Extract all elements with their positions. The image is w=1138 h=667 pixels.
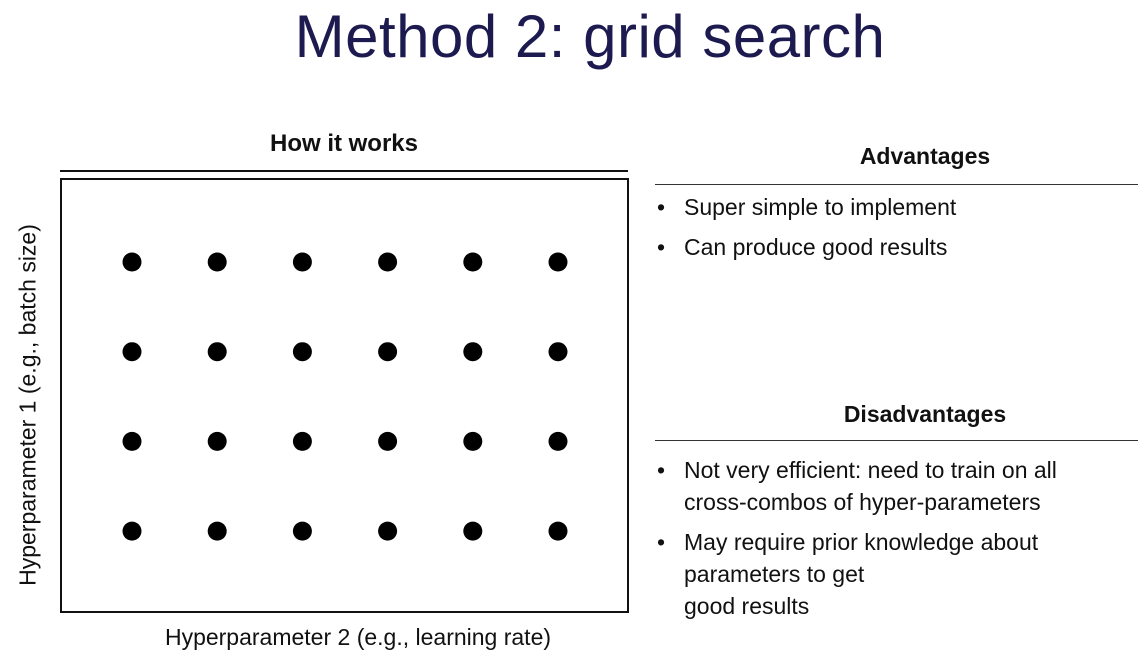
advantages-divider <box>655 184 1138 185</box>
advantages-list: Super simple to implement Can produce go… <box>655 191 956 271</box>
grid-point <box>463 342 483 362</box>
advantage-item: Super simple to implement <box>655 191 956 223</box>
grid-point <box>548 521 568 541</box>
grid-point <box>292 431 312 451</box>
disadvantages-heading: Disadvantages <box>843 401 1007 427</box>
disadvantage-item: May require prior knowledge about parame… <box>655 526 1057 622</box>
grid-point <box>207 252 227 272</box>
disadvantages-list: Not very efficient: need to train on all… <box>655 454 1057 630</box>
how-it-works-heading: How it works <box>269 130 419 157</box>
grid-point <box>378 521 398 541</box>
disadvantages-divider <box>655 440 1138 441</box>
grid-point <box>122 521 142 541</box>
advantages-heading: Advantages <box>859 143 991 169</box>
grid-points-canvas <box>122 252 568 541</box>
grid-point <box>378 342 398 362</box>
grid-point <box>463 431 483 451</box>
slide-title: Method 2: grid search <box>294 3 886 70</box>
grid-point <box>292 521 312 541</box>
grid-point <box>463 521 483 541</box>
grid-point <box>122 342 142 362</box>
grid-point <box>207 521 227 541</box>
grid-point <box>548 431 568 451</box>
grid-point <box>122 252 142 272</box>
x-axis-label: Hyperparameter 2 (e.g., learning rate) <box>164 624 552 650</box>
grid-point <box>378 252 398 272</box>
grid-point <box>207 431 227 451</box>
grid-search-diagram <box>60 178 629 613</box>
y-axis-label: Hyperparameter 1 (e.g., batch size) <box>14 224 41 586</box>
grid-point <box>292 342 312 362</box>
disadvantage-item: Not very efficient: need to train on all… <box>655 454 1057 518</box>
grid-point <box>292 252 312 272</box>
grid-point <box>463 252 483 272</box>
grid-point <box>548 252 568 272</box>
grid-point <box>122 431 142 451</box>
how-it-works-divider <box>60 170 628 172</box>
grid-point <box>207 342 227 362</box>
advantage-item: Can produce good results <box>655 231 956 263</box>
grid-point <box>548 342 568 362</box>
grid-point <box>378 431 398 451</box>
